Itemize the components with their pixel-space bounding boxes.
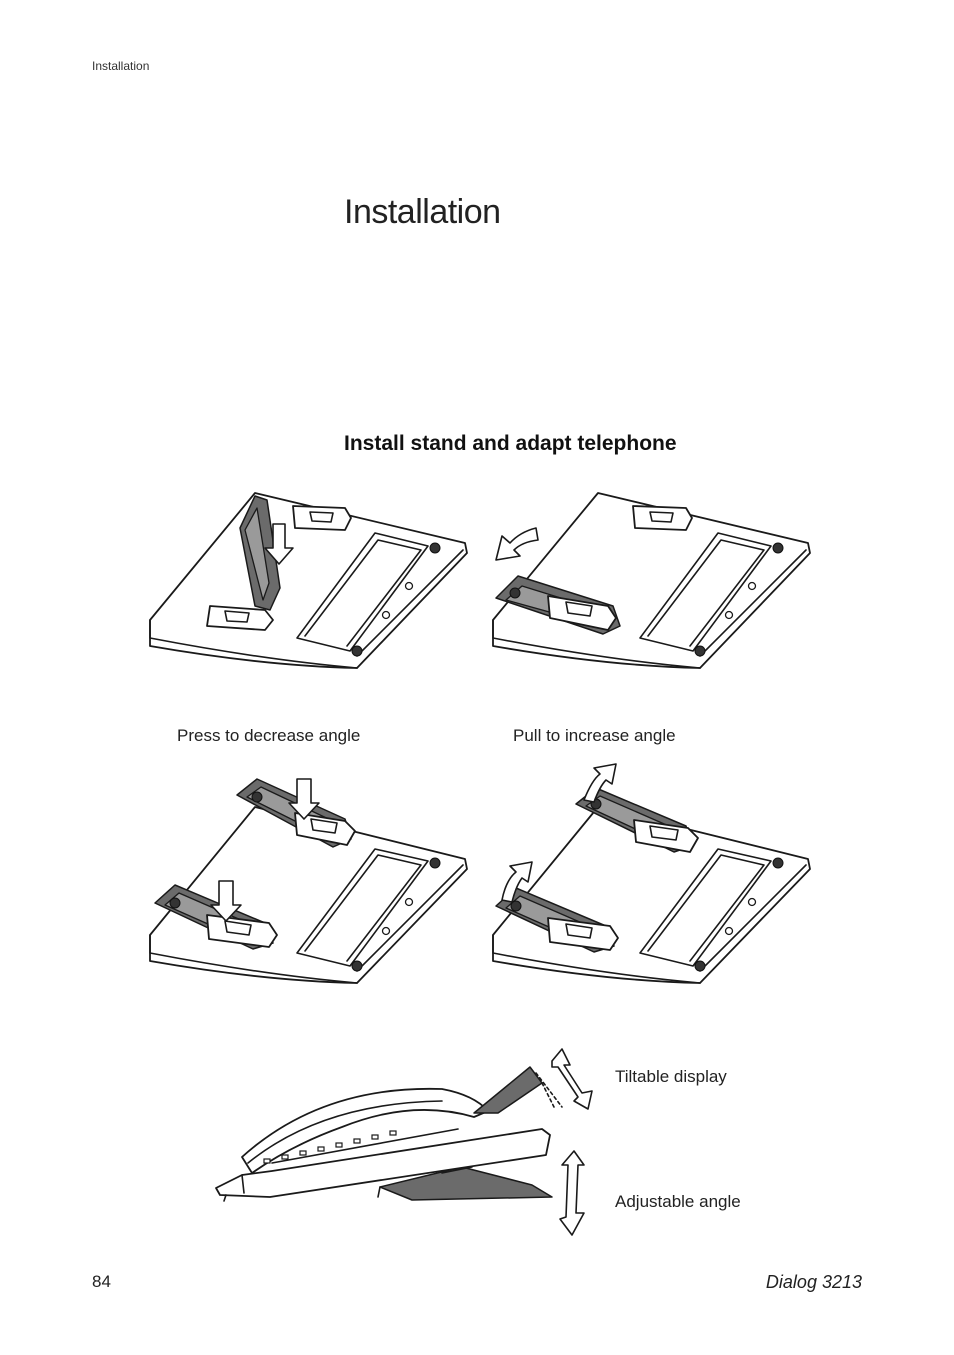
section-heading: Install stand and adapt telephone: [344, 432, 677, 455]
page-number: 84: [92, 1272, 111, 1291]
caption-press-decrease: Press to decrease angle: [177, 726, 361, 745]
product-name: Dialog 3213: [765, 1272, 862, 1292]
phone-insert-stand-illustration: [149, 492, 468, 669]
caption-pull-increase: Pull to increase angle: [513, 726, 676, 745]
phone-decrease-angle-illustration: [149, 778, 468, 984]
phone-increase-angle-illustration: [492, 763, 811, 984]
running-head: Installation: [92, 59, 150, 73]
phone-side-view-illustration: [215, 1048, 593, 1236]
page-title: Installation: [344, 193, 501, 231]
phone-stand-flat-illustration: [492, 492, 811, 669]
caption-tiltable-display: Tiltable display: [615, 1067, 727, 1086]
caption-adjustable-angle: Adjustable angle: [615, 1192, 741, 1211]
